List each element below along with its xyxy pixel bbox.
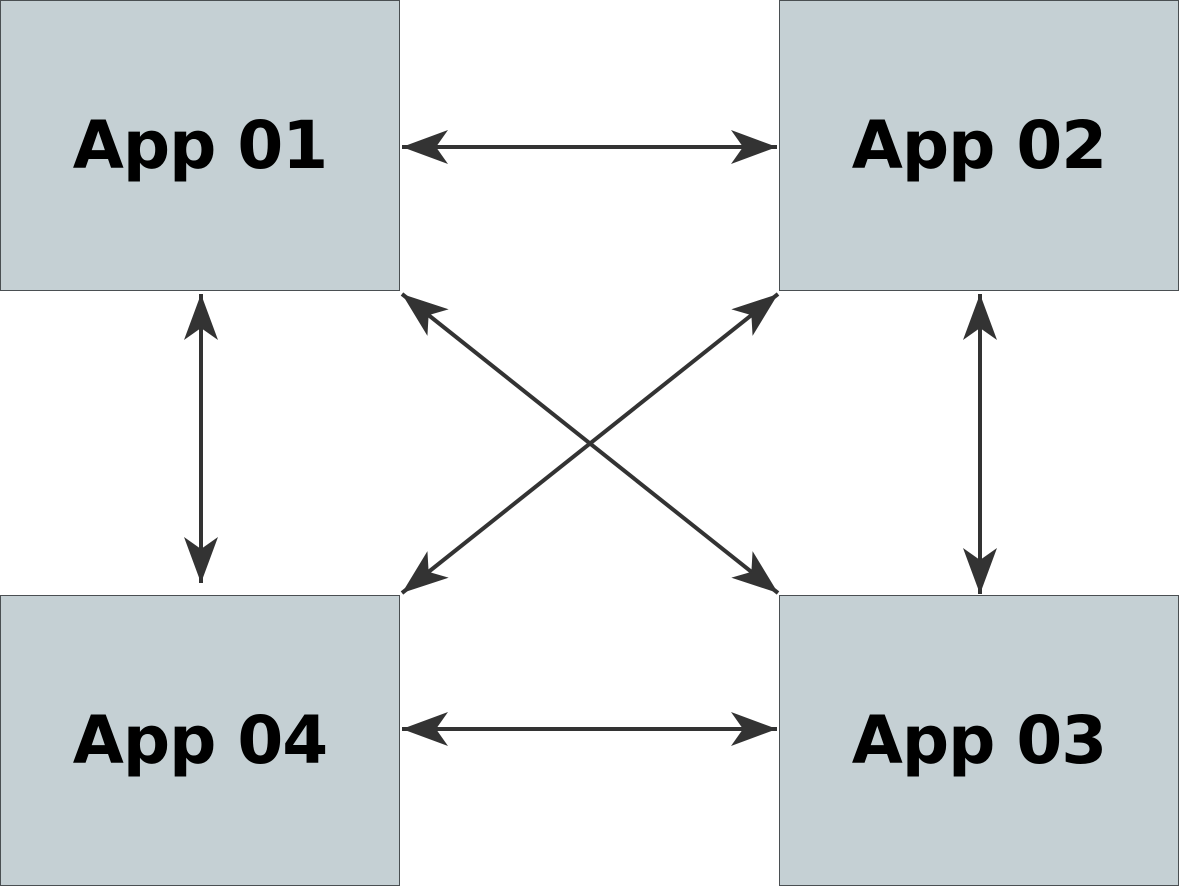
node-app-01: App 01 — [0, 0, 400, 291]
node-app-02: App 02 — [779, 0, 1179, 291]
node-app-04-label: App 04 — [72, 702, 328, 779]
node-app-03: App 03 — [779, 595, 1179, 886]
node-app-02-label: App 02 — [851, 107, 1107, 184]
node-app-04: App 04 — [0, 595, 400, 886]
edge-app02-app04 — [400, 292, 780, 595]
edge-app01-app03 — [400, 292, 780, 595]
node-app-03-label: App 03 — [851, 702, 1107, 779]
node-app-01-label: App 01 — [72, 107, 328, 184]
